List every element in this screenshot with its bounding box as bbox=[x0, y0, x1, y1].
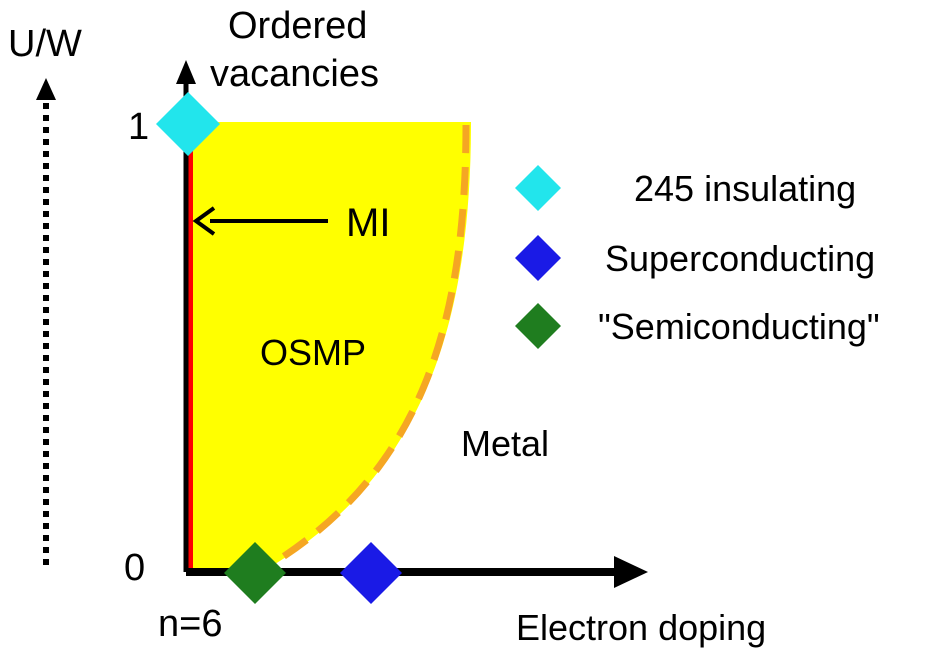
metal-label: Metal bbox=[461, 423, 549, 464]
osmp-label: OSMP bbox=[260, 332, 366, 373]
diamond-superconducting bbox=[340, 542, 402, 604]
uw-arrowhead bbox=[36, 78, 56, 100]
n6-label: n=6 bbox=[158, 603, 222, 645]
y-axis-arrowhead bbox=[176, 60, 196, 84]
diamond-semiconducting bbox=[224, 542, 286, 604]
legend-label-superconducting: Superconducting bbox=[605, 238, 875, 279]
legend-icon-semiconducting bbox=[515, 303, 561, 349]
top-label-line1: Ordered bbox=[228, 5, 367, 47]
y-tick-0: 0 bbox=[124, 547, 145, 589]
mi-arrow-head bbox=[192, 206, 216, 236]
y-tick-1: 1 bbox=[128, 106, 149, 148]
legend-icon-superconducting bbox=[515, 235, 561, 281]
mi-label: MI bbox=[346, 201, 390, 245]
x-axis-arrowhead bbox=[614, 556, 648, 588]
legend-label-semiconducting: "Semiconducting" bbox=[598, 306, 880, 347]
diamond-245-insulating bbox=[156, 92, 220, 156]
x-axis-label: Electron doping bbox=[516, 607, 766, 648]
legend-label-245-insulating: 245 insulating bbox=[634, 168, 856, 209]
phase-boundary-line bbox=[260, 124, 470, 574]
y-axis-label: U/W bbox=[8, 23, 82, 65]
top-label-line2: vacancies bbox=[210, 53, 379, 95]
osmp-region bbox=[188, 122, 471, 572]
legend-icon-245-insulating bbox=[515, 165, 561, 211]
